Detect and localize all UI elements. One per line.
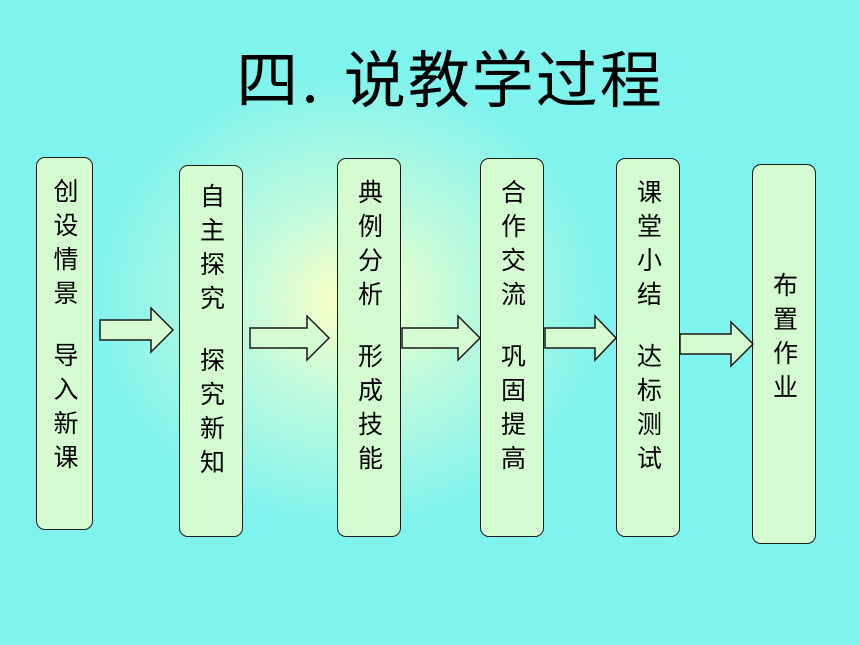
step-label-main: 创设情景 [50,178,79,314]
step-box-summary: 课堂小结 达标测试 [616,158,680,537]
step-label-main: 课堂小结 [633,179,663,315]
flow-arrow [401,314,482,362]
flow-arrow [544,314,618,362]
step-label-sub: 探究新知 [196,347,226,483]
step-label-sub: 巩固提高 [497,343,527,479]
flow-arrow [679,320,755,368]
step-label-sub: 达标测试 [633,343,663,479]
step-box-cooperation: 合作交流 巩固提高 [480,158,544,537]
step-box-example-analysis: 典例分析 形成技能 [337,158,401,537]
flow-arrow [249,314,331,362]
flow-arrow [99,306,175,354]
step-label-sub: 导入新课 [50,342,79,478]
step-label-main: 典例分析 [354,179,384,315]
step-label-main: 布置作业 [769,272,799,408]
step-label-sub: 形成技能 [354,343,384,479]
slide-title: 四. 说教学过程 [236,44,664,117]
step-label-main: 合作交流 [497,179,527,315]
step-label-main: 自主探究 [196,183,226,319]
step-box-create-scenario: 创设情景 导入新课 [36,157,93,530]
step-box-self-explore: 自主探究 探究新知 [179,165,243,537]
step-box-homework: 布置作业 [752,164,816,544]
